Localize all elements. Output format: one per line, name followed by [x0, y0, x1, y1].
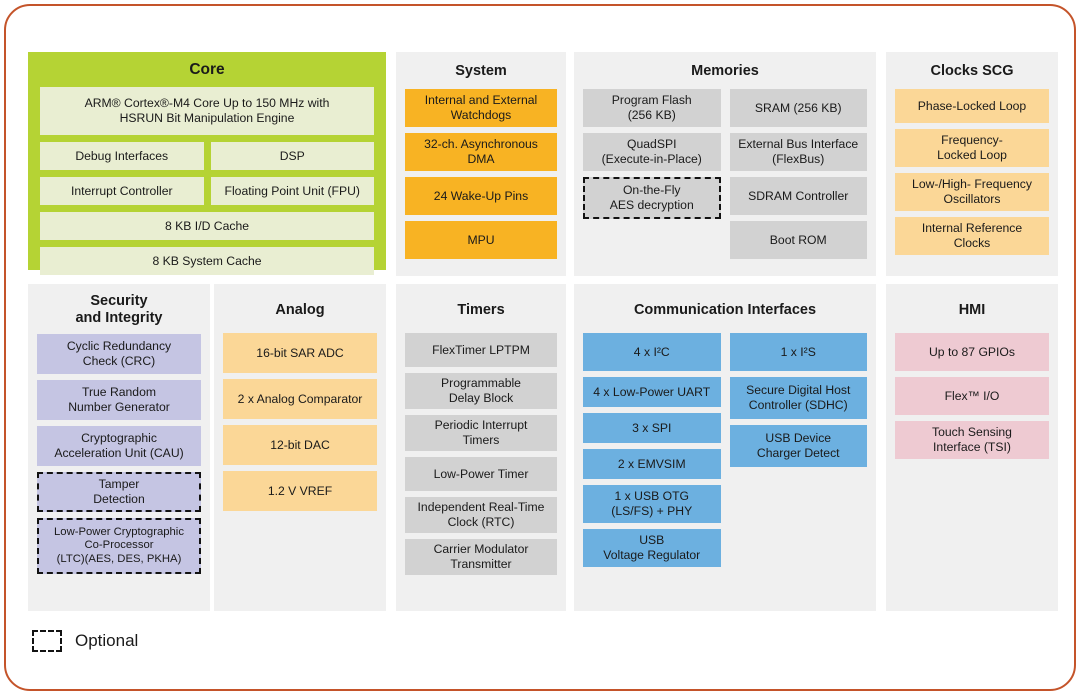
hmi-column: Up to 87 GPIOs Flex™ I/O Touch Sensing I… — [895, 333, 1049, 460]
analog-block[interactable]: 16-bit SAR ADC — [223, 333, 377, 374]
diagram-frame: Core ARM® Cortex®-M4 Core Up to 150 MHz … — [4, 4, 1076, 691]
system-block[interactable]: 32-ch. Asynchronous DMA — [405, 133, 557, 172]
panel-system: System Internal and External Watchdogs 3… — [396, 52, 566, 276]
core-row: Debug Interfaces DSP — [40, 142, 374, 171]
timers-block[interactable]: Periodic Interrupt Timers — [405, 415, 557, 452]
communication-block[interactable]: USB Voltage Regulator — [583, 529, 721, 568]
clocks-block[interactable]: Frequency- Locked Loop — [895, 129, 1049, 168]
system-block[interactable]: Internal and External Watchdogs — [405, 89, 557, 128]
panel-analog: Analog 16-bit SAR ADC 2 x Analog Compara… — [214, 284, 386, 611]
memories-block[interactable]: Boot ROM — [729, 221, 867, 260]
legend-label: Optional — [75, 631, 139, 650]
core-row: 8 KB System Cache — [40, 247, 374, 276]
memories-block[interactable]: SRAM (256 KB) — [729, 89, 867, 128]
panel-timers-title: Timers — [457, 302, 505, 318]
clocks-block[interactable]: Low-/High- Frequency Oscillators — [895, 173, 1049, 212]
core-block[interactable]: ARM® Cortex®-M4 Core Up to 150 MHz with … — [40, 87, 374, 136]
panel-security-title: Security and Integrity — [75, 293, 163, 327]
panel-security: Security and Integrity Cyclic Redundancy… — [28, 284, 210, 611]
communication-column-right: 1 x I²S Secure Digital Host Controller (… — [729, 333, 867, 567]
security-block[interactable]: Cryptographic Acceleration Unit (CAU) — [37, 426, 201, 467]
timers-block[interactable]: Low-Power Timer — [405, 457, 557, 492]
hmi-block[interactable]: Up to 87 GPIOs — [895, 333, 1049, 372]
clocks-block[interactable]: Internal Reference Clocks — [895, 217, 1049, 256]
panel-memories-title: Memories — [691, 63, 759, 79]
analog-block[interactable]: 12-bit DAC — [223, 425, 377, 466]
system-column: Internal and External Watchdogs 32-ch. A… — [405, 89, 557, 260]
memories-column-right: SRAM (256 KB) External Bus Interface (Fl… — [729, 89, 867, 260]
core-row: ARM® Cortex®-M4 Core Up to 150 MHz with … — [40, 87, 374, 136]
panel-core: Core ARM® Cortex®-M4 Core Up to 150 MHz … — [28, 52, 386, 276]
communication-block[interactable]: 4 x Low-Power UART — [583, 377, 721, 408]
legend: Optional — [32, 630, 138, 652]
security-block[interactable]: True Random Number Generator — [37, 380, 201, 421]
dashed-box-swatch — [32, 630, 62, 652]
memories-block[interactable]: SDRAM Controller — [729, 177, 867, 216]
communication-block[interactable]: 2 x EMVSIM — [583, 449, 721, 480]
clocks-block[interactable]: Phase-Locked Loop — [895, 89, 1049, 124]
panel-core-title: Core — [189, 61, 225, 78]
memories-block-optional[interactable]: On-the-Fly AES decryption — [583, 177, 721, 220]
memories-block[interactable]: QuadSPI (Execute-in-Place) — [583, 133, 721, 172]
panel-communication: Communication Interfaces 4 x I²C 4 x Low… — [574, 284, 876, 611]
panel-timers: Timers FlexTimer LPTPM Programmable Dela… — [396, 284, 566, 611]
system-block[interactable]: 24 Wake-Up Pins — [405, 177, 557, 216]
core-block[interactable]: Floating Point Unit (FPU) — [210, 177, 374, 206]
communication-block[interactable]: 1 x USB OTG (LS/FS) + PHY — [583, 485, 721, 524]
core-row: Interrupt Controller Floating Point Unit… — [40, 177, 374, 206]
timers-block[interactable]: FlexTimer LPTPM — [405, 333, 557, 368]
core-block[interactable]: Debug Interfaces — [40, 142, 204, 171]
panel-clocks-title: Clocks SCG — [930, 63, 1014, 79]
communication-block[interactable]: 1 x I²S — [729, 333, 867, 372]
memories-block[interactable]: Program Flash (256 KB) — [583, 89, 721, 128]
hmi-block[interactable]: Touch Sensing Interface (TSI) — [895, 421, 1049, 460]
memories-block[interactable]: External Bus Interface (FlexBus) — [729, 133, 867, 172]
analog-column: 16-bit SAR ADC 2 x Analog Comparator 12-… — [223, 333, 377, 512]
security-block[interactable]: Cyclic Redundancy Check (CRC) — [37, 334, 201, 375]
analog-block[interactable]: 2 x Analog Comparator — [223, 379, 377, 420]
panel-hmi: HMI Up to 87 GPIOs Flex™ I/O Touch Sensi… — [886, 284, 1058, 611]
timers-block[interactable]: Programmable Delay Block — [405, 373, 557, 410]
core-block[interactable]: Interrupt Controller — [40, 177, 204, 206]
communication-block[interactable]: Secure Digital Host Controller (SDHC) — [729, 377, 867, 420]
security-block-optional[interactable]: Low-Power Cryptographic Co-Processor (LT… — [37, 518, 201, 575]
core-block[interactable]: 8 KB System Cache — [40, 247, 374, 276]
analog-block[interactable]: 1.2 V VREF — [223, 471, 377, 512]
core-row: 8 KB I/D Cache — [40, 212, 374, 241]
clocks-column: Phase-Locked Loop Frequency- Locked Loop… — [895, 89, 1049, 256]
timers-block[interactable]: Carrier Modulator Transmitter — [405, 539, 557, 576]
communication-column-left: 4 x I²C 4 x Low-Power UART 3 x SPI 2 x E… — [583, 333, 721, 568]
panel-hmi-title: HMI — [958, 302, 986, 318]
core-block[interactable]: 8 KB I/D Cache — [40, 212, 374, 241]
timers-block[interactable]: Independent Real-Time Clock (RTC) — [405, 497, 557, 534]
communication-block[interactable]: 4 x I²C — [583, 333, 721, 372]
panel-analog-title: Analog — [275, 302, 325, 318]
security-block-optional[interactable]: Tamper Detection — [37, 472, 201, 513]
core-block[interactable]: DSP — [210, 142, 374, 171]
panel-system-title: System — [455, 63, 507, 79]
panel-clocks: Clocks SCG Phase-Locked Loop Frequency- … — [886, 52, 1058, 276]
hmi-block[interactable]: Flex™ I/O — [895, 377, 1049, 416]
panel-memories: Memories Program Flash (256 KB) QuadSPI … — [574, 52, 876, 276]
timers-column: FlexTimer LPTPM Programmable Delay Block… — [405, 333, 557, 576]
panel-communication-title: Communication Interfaces — [633, 302, 817, 318]
system-block[interactable]: MPU — [405, 221, 557, 260]
communication-block[interactable]: USB Device Charger Detect — [729, 425, 867, 468]
security-column: Cyclic Redundancy Check (CRC) True Rando… — [37, 334, 201, 575]
memories-column-left: Program Flash (256 KB) QuadSPI (Execute-… — [583, 89, 721, 259]
communication-block[interactable]: 3 x SPI — [583, 413, 721, 444]
